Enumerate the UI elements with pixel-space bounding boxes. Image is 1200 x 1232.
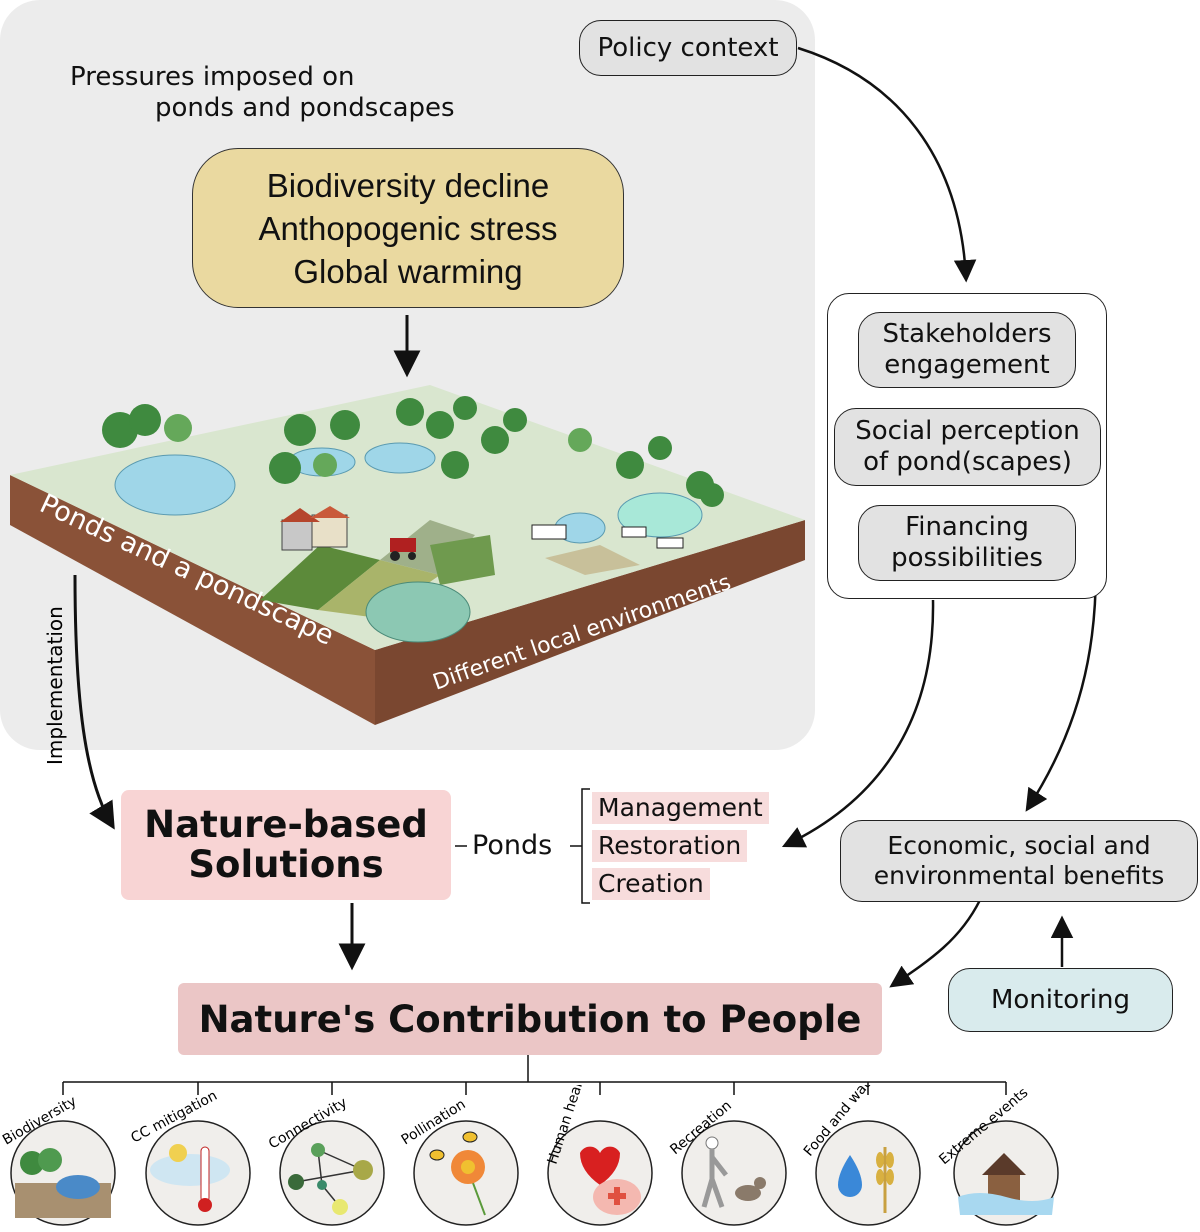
action-creation: Creation: [592, 868, 710, 900]
pondscape-illustration: [10, 385, 805, 725]
ncp-branches: [62, 1082, 1007, 1095]
action-management: Management: [592, 792, 769, 824]
policy-context-label: Policy context: [597, 32, 779, 63]
ncp-category-cc-mitigation: CC mitigation: [128, 1088, 251, 1226]
policy-context-box: Policy context: [579, 20, 797, 76]
pressure-item: Biodiversity decline: [266, 166, 550, 204]
network-icon: [311, 1143, 325, 1157]
arrow-benefits-to-ncp: [889, 899, 982, 988]
thermometer-cloud-icon: [200, 1146, 210, 1203]
trees-pond-icon: [20, 1151, 44, 1175]
nbs-box: Nature-based Solutions: [121, 790, 451, 900]
pressures-box: Biodiversity decline Anthopogenic stress…: [192, 148, 624, 308]
ncp-category-human-health: Human health: [545, 1085, 653, 1226]
heart-brain-icon: [580, 1146, 620, 1185]
arrow-policy: [797, 46, 977, 283]
action-restoration: Restoration: [592, 830, 748, 862]
ncp-category-food-water: Food and water: [801, 1085, 921, 1226]
benefits-box: Economic, social and environmental benef…: [840, 820, 1198, 902]
ncp-box: Nature's Contribution to People: [178, 983, 882, 1055]
ncp-category-extreme-events: Extreme events: [936, 1085, 1059, 1226]
pressure-item: Anthopogenic stress: [258, 209, 558, 247]
implementation-label: Implementation: [43, 606, 67, 765]
arrow-to-actions: [781, 599, 935, 848]
actions-bracket: [581, 788, 590, 904]
ponds-label: Ponds: [472, 830, 553, 861]
stakeholders-box: Stakeholders engagement: [858, 312, 1076, 388]
ncp-category-biodiversity: Biodiversity: [0, 1093, 116, 1226]
pressures-heading-line1: Pressures imposed on: [70, 62, 355, 92]
ncp-categories: Biodiversity CC mitigation Connectivity …: [0, 1085, 1059, 1226]
ncp-category-recreation: Recreation: [667, 1098, 787, 1226]
drop-wheat-icon: [838, 1155, 862, 1197]
arrow-implementation: [73, 574, 115, 830]
walking-dog-icon: [705, 1136, 719, 1150]
social-perception-box: Social perception of pond(scapes): [834, 408, 1101, 486]
pressures-heading-line2: ponds and pondscapes: [155, 93, 455, 123]
financing-box: Financing possibilities: [858, 505, 1076, 581]
ncp-category-connectivity: Connectivity: [266, 1095, 385, 1226]
pressure-item: Global warming: [293, 252, 523, 290]
ncp-category-pollination: Pollination: [399, 1096, 519, 1226]
monitoring-box: Monitoring: [948, 968, 1173, 1032]
